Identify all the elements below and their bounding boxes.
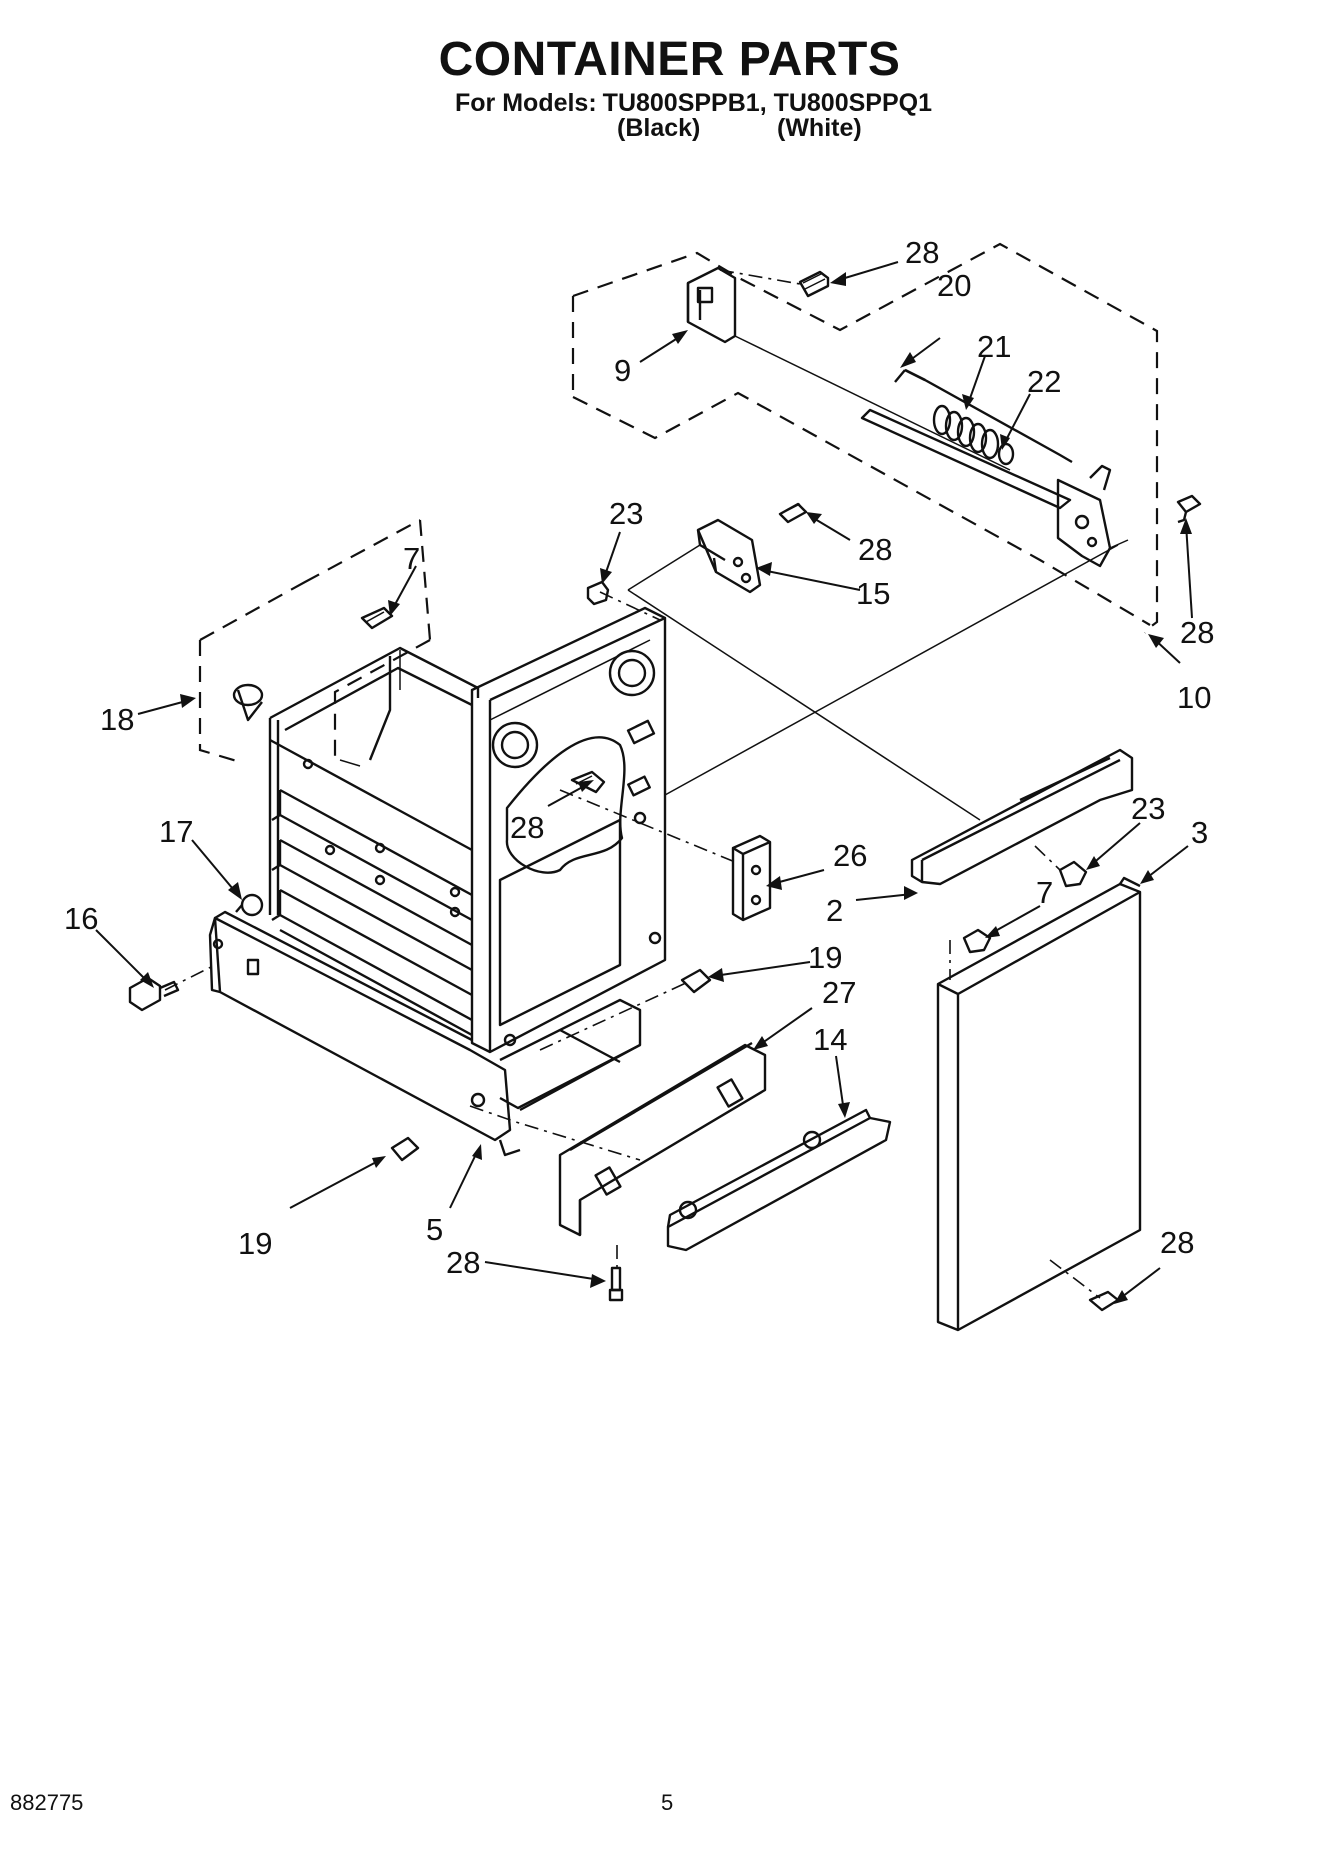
callout-23: 23 [609,496,643,531]
callout-15: 15 [856,576,890,611]
callout-28: 28 [446,1245,480,1280]
drawer-handle-14-part [666,1108,892,1252]
hinge-bracket-part [686,266,1011,471]
screw-7-left [360,606,394,630]
bracket-15-part [627,518,762,594]
callout-20: 20 [937,268,971,303]
callout-28: 28 [1180,615,1214,650]
screw-7-right [962,928,992,954]
callout-7: 7 [1036,875,1053,910]
callout-17: 17 [159,814,193,849]
bolt-16-part [128,976,180,1012]
callout-labels: 28 20 21 22 9 23 28 15 7 28 10 18 28 17 … [64,235,1214,1280]
callout-22: 22 [1027,364,1061,399]
screw-28-right-upper [1176,494,1202,524]
container-body-part [208,606,667,1157]
bracket-26-part [731,834,772,922]
knob-18-part [232,683,264,722]
callout-23: 23 [1131,791,1165,826]
screw-28-bottom [608,1266,624,1302]
screw-23-upper [586,580,610,606]
document-code: 882775 [10,1790,84,1815]
callout-19: 19 [808,940,842,975]
callout-3: 3 [1191,815,1208,850]
fastener-17-part [235,893,264,917]
callout-2: 2 [826,893,843,928]
callout-28: 28 [510,810,544,845]
screw-23-right [1058,860,1088,888]
callout-27: 27 [822,975,856,1010]
screw-19-upper [680,968,712,994]
top-trim-2-part [910,748,1134,886]
callout-19: 19 [238,1226,272,1261]
callout-14: 14 [813,1022,847,1057]
callout-5: 5 [426,1212,443,1247]
variant-black-label: (Black) [617,114,701,142]
drawer-front-27-part [558,1041,767,1237]
callout-9: 9 [614,353,631,388]
left-detail-boundary [198,519,432,764]
screw-28-top [798,270,830,298]
models-line: For Models:TU800SPPB1, TU800SPPQ1 [455,90,932,116]
hinge-detail-boundary [571,242,1159,634]
callout-26: 26 [833,838,867,873]
variant-white-label: (White) [777,114,862,142]
screw-19-lower [390,1136,420,1162]
model-numbers: TU800SPPB1, TU800SPPQ1 [602,89,932,117]
callout-16: 16 [64,901,98,936]
page-header: CONTAINER PARTS For Models:TU800SPPB1, T… [0,0,1339,142]
callout-leaders [95,261,1193,1304]
callout-28: 28 [905,235,939,270]
screw-28-bottom-right [1088,1290,1120,1312]
door-panel-3-part [936,876,1142,1332]
callout-21: 21 [977,329,1011,364]
page-number: 5 [661,1790,674,1815]
page-title: CONTAINER PARTS [438,33,901,86]
callout-10: 10 [1177,680,1211,715]
models-label: For Models: [455,89,597,117]
callout-18: 18 [100,702,134,737]
callout-7: 7 [403,541,420,576]
callout-28: 28 [858,532,892,567]
spring-rod-assembly [860,368,1129,568]
alignment-lines [164,269,1119,1299]
screw-28-upper-mid [778,502,808,524]
callout-28: 28 [1160,1225,1194,1260]
